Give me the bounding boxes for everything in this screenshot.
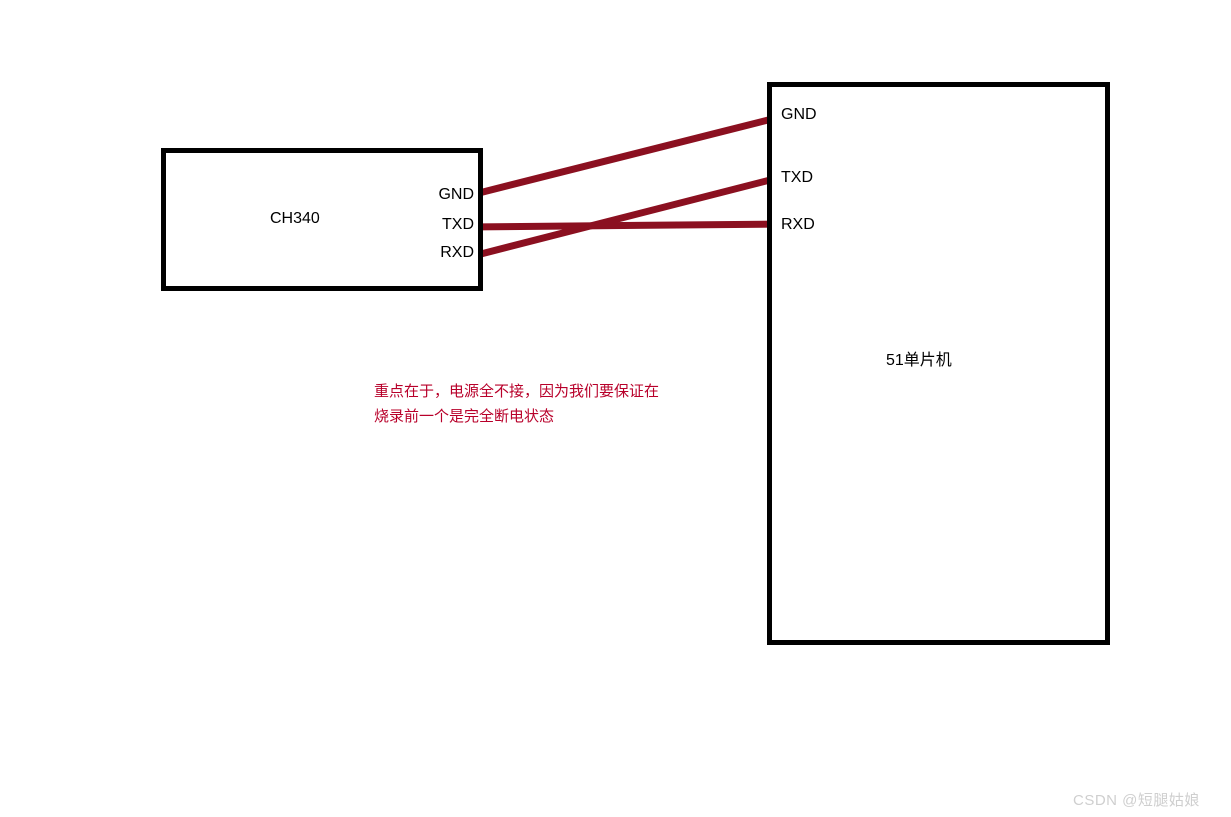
- ch340-pin-gnd: GND: [438, 186, 474, 203]
- wire-rxd-to-txd: [469, 175, 778, 260]
- ch340-module-box: [161, 148, 483, 291]
- mcu-pin-txd: TXD: [781, 169, 813, 186]
- mcu-board-label: 51单片机: [886, 352, 952, 369]
- ch340-pin-txd: TXD: [442, 216, 474, 233]
- ch340-pin-rxd: RXD: [440, 244, 474, 261]
- mcu-board-box: [767, 82, 1110, 645]
- ch340-module-label: CH340: [270, 210, 320, 227]
- watermark: CSDN @短腿姑娘: [1073, 792, 1200, 809]
- annotation-note: 重点在于，电源全不接，因为我们要保证在 烧录前一个是完全断电状态: [374, 379, 704, 429]
- annotation-line-1: 重点在于，电源全不接，因为我们要保证在: [374, 383, 660, 400]
- wire-txd-to-rxd: [462, 220, 788, 231]
- mcu-pin-gnd: GND: [781, 106, 817, 123]
- wire-gnd-to-gnd: [471, 112, 788, 198]
- annotation-line-2: 烧录前一个是完全断电状态: [374, 408, 555, 425]
- mcu-pin-rxd: RXD: [781, 216, 815, 233]
